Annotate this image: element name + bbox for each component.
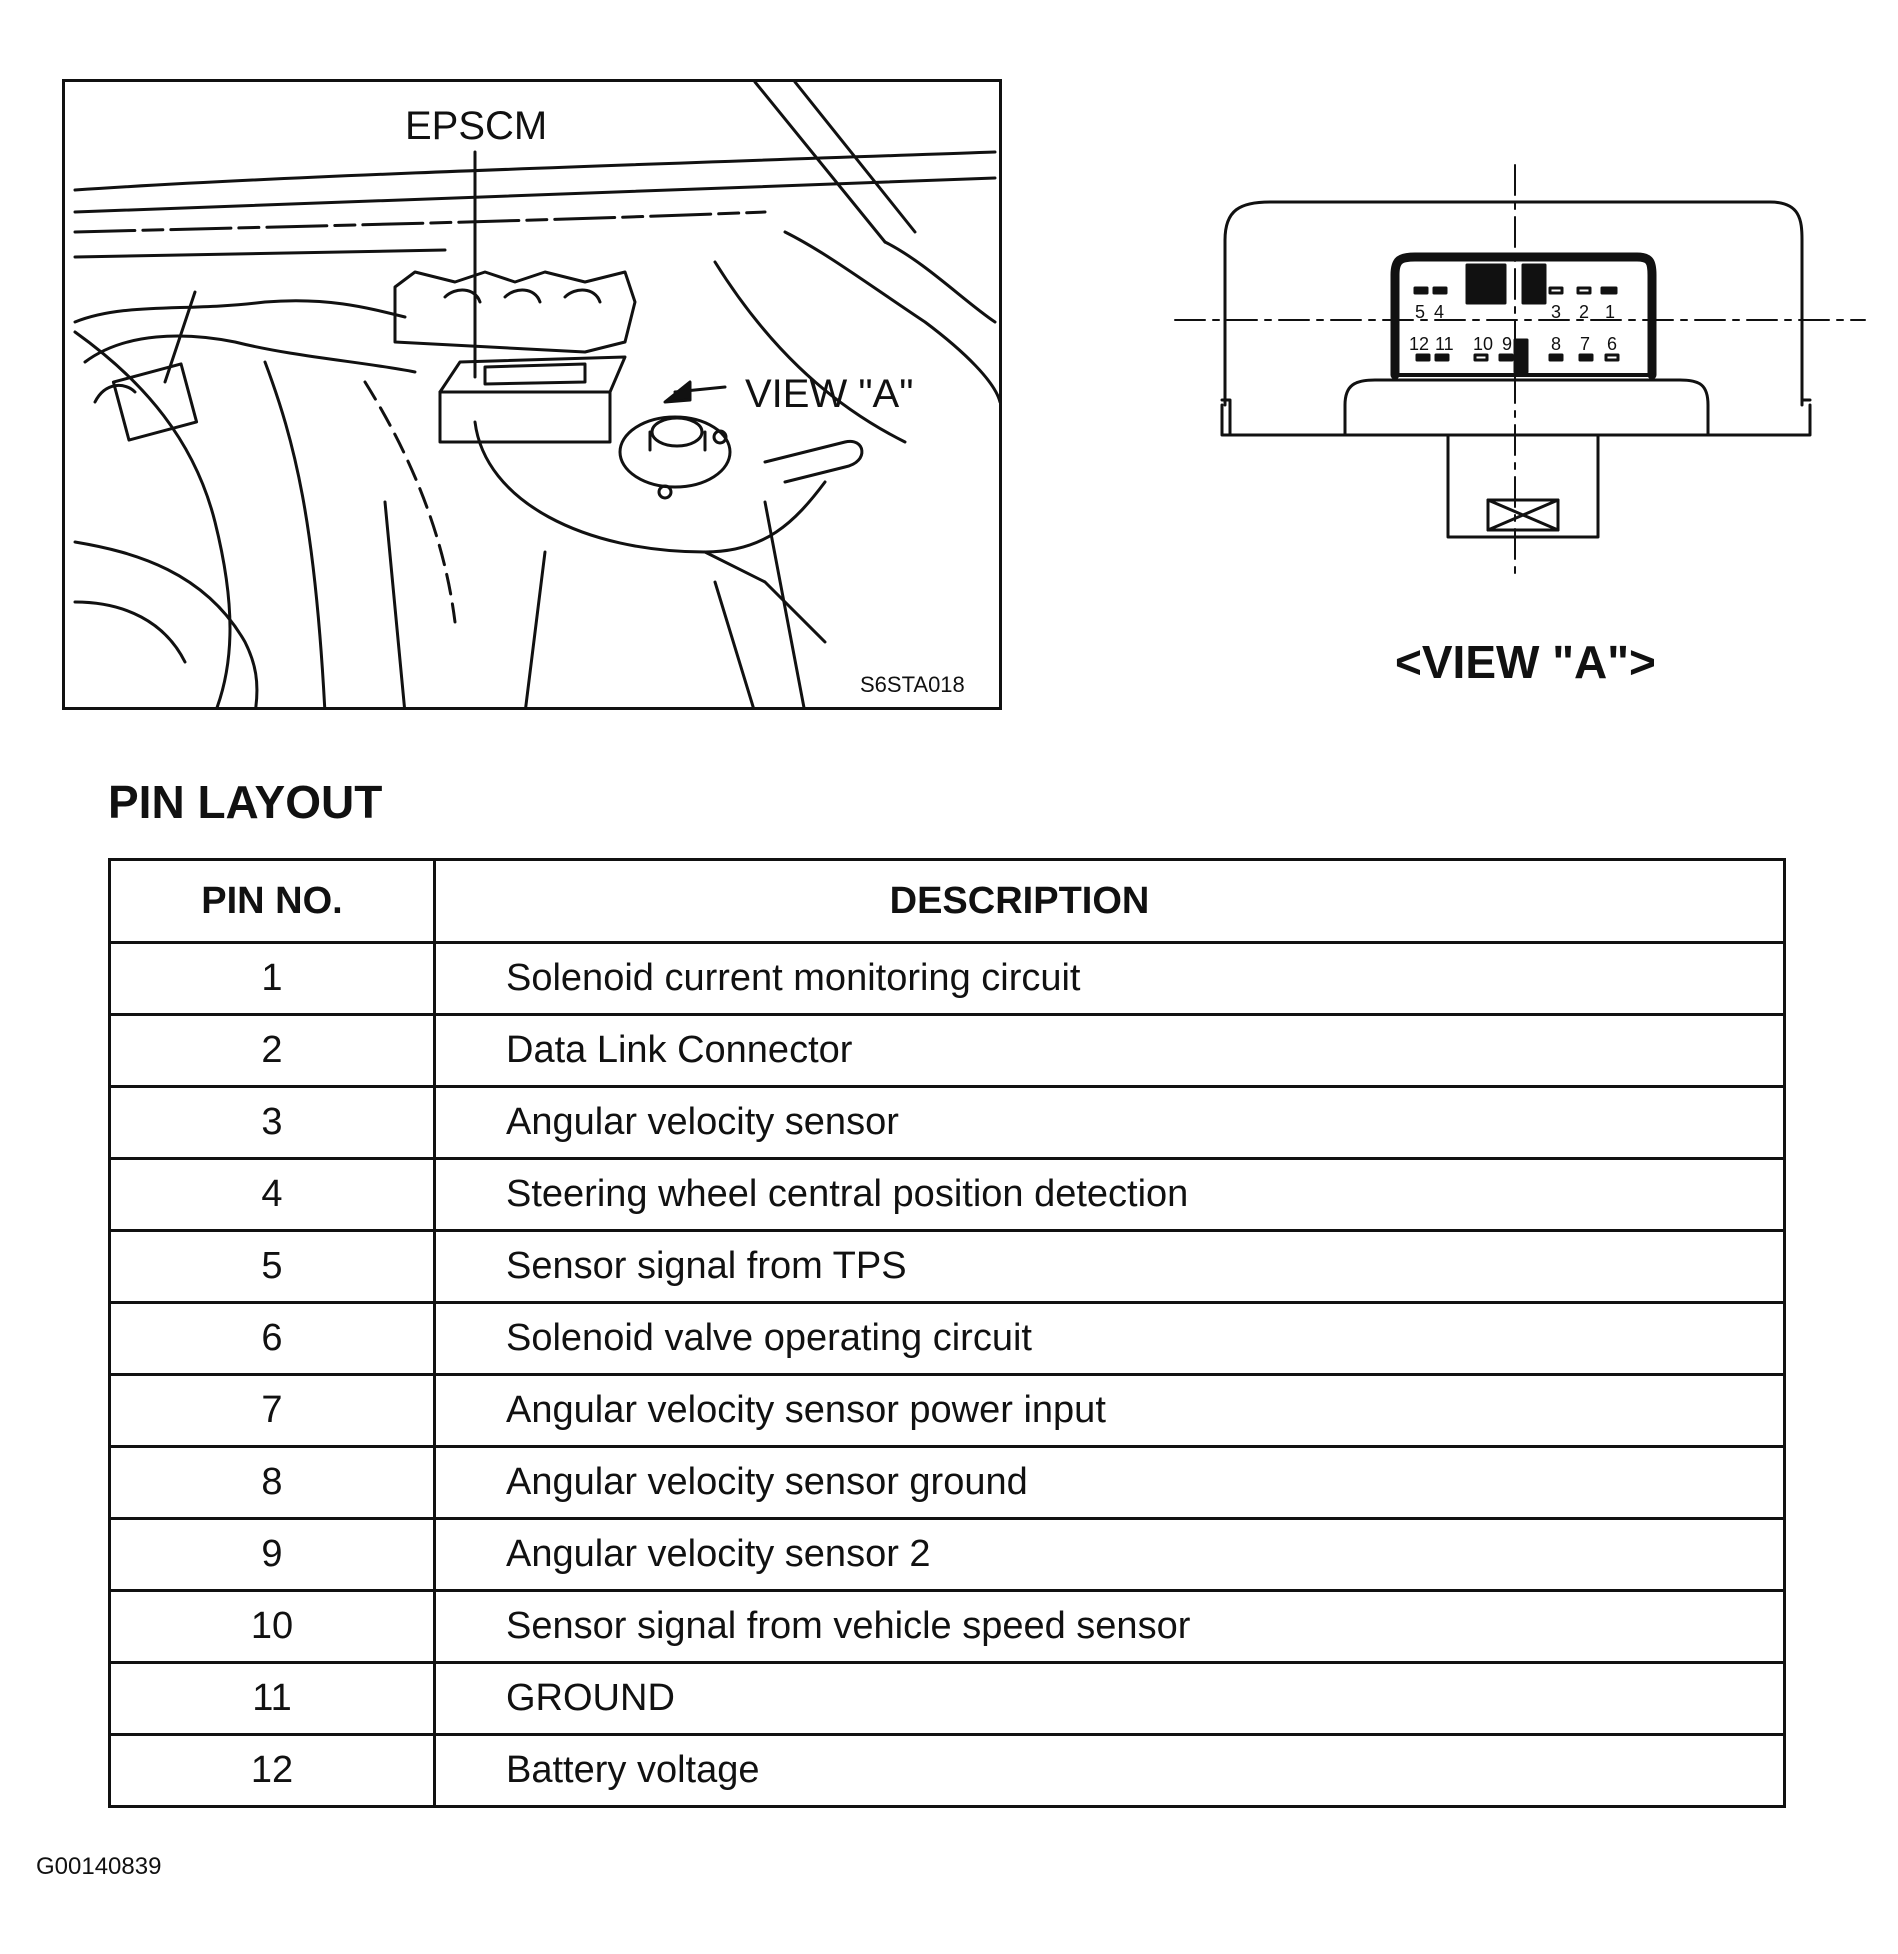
pin-label-4: 4	[1434, 302, 1444, 322]
pin-number: 11	[108, 1661, 436, 1736]
svg-text:9: 9	[1502, 334, 1512, 354]
svg-text:7: 7	[1580, 334, 1590, 354]
pin-description: Steering wheel central position detectio…	[433, 1157, 1786, 1232]
pin-number: 7	[108, 1373, 436, 1448]
pin-number: 12	[108, 1733, 436, 1808]
pin-label-10: 10	[1473, 334, 1493, 354]
pin-label-8: 8	[1551, 334, 1561, 354]
pin-number: 2	[108, 1013, 436, 1088]
pin-layout-heading: PIN LAYOUT	[108, 776, 383, 828]
callout-epscm: EPSCM	[405, 104, 548, 148]
pin-description: Angular velocity sensor ground	[433, 1445, 1786, 1520]
pin-description: Solenoid current monitoring circuit	[433, 941, 1786, 1016]
figure-code: S6STA018	[860, 672, 965, 697]
connector-view-illustration: 5 4 3 2 1 12 11 10 9 8 7 6	[1170, 160, 1870, 580]
svg-text:12: 12	[1409, 334, 1429, 354]
pin-number: 1	[108, 941, 436, 1016]
connector-drawing: 5 4 3 2 1 12 11 10 9 8 7 6	[1174, 164, 1866, 576]
svg-text:5: 5	[1415, 302, 1425, 322]
svg-text:6: 6	[1607, 334, 1617, 354]
table-header-row: PIN NO. DESCRIPTION	[108, 858, 1786, 944]
pin-description: Data Link Connector	[433, 1013, 1786, 1088]
document-id: G00140839	[36, 1853, 162, 1880]
svg-text:2: 2	[1579, 302, 1589, 322]
pin-number: 3	[108, 1085, 436, 1160]
pin-description: Angular velocity sensor power input	[433, 1373, 1786, 1448]
pin-description: Angular velocity sensor	[433, 1085, 1786, 1160]
svg-text:4: 4	[1434, 302, 1444, 322]
engine-bay-drawing	[73, 82, 999, 707]
pin-label-1: 1	[1605, 302, 1615, 322]
pin-number: 5	[108, 1229, 436, 1304]
pin-label-2: 2	[1579, 302, 1589, 322]
svg-text:1: 1	[1605, 302, 1615, 322]
pin-number: 10	[108, 1589, 436, 1664]
pin-label-5: 5	[1415, 302, 1425, 322]
pin-number: 8	[108, 1445, 436, 1520]
pin-label-7: 7	[1580, 334, 1590, 354]
pin-description: Solenoid valve operating circuit	[433, 1301, 1786, 1376]
pin-description: Sensor signal from vehicle speed sensor	[433, 1589, 1786, 1664]
pin-description: GROUND	[433, 1661, 1786, 1736]
pin-description: Angular velocity sensor 2	[433, 1517, 1786, 1592]
pin-number: 6	[108, 1301, 436, 1376]
pin-label-11: 11	[1435, 334, 1454, 354]
svg-text:8: 8	[1551, 334, 1561, 354]
pin-label-12: 12	[1409, 334, 1429, 354]
pin-number: 4	[108, 1157, 436, 1232]
column-header-description: DESCRIPTION	[433, 858, 1786, 944]
pin-label-9: 9	[1502, 334, 1512, 354]
pin-label-6: 6	[1607, 334, 1617, 354]
pin-number: 9	[108, 1517, 436, 1592]
callout-view-a: VIEW "A"	[745, 372, 914, 416]
engine-bay-illustration: EPSCM VIEW "A" S6STA018	[62, 79, 1002, 710]
pin-description: Battery voltage	[433, 1733, 1786, 1808]
svg-text:3: 3	[1551, 302, 1561, 322]
svg-text:10: 10	[1473, 334, 1493, 354]
pin-label-3: 3	[1551, 302, 1561, 322]
view-a-caption: <VIEW "A">	[1395, 636, 1656, 688]
pin-description: Sensor signal from TPS	[433, 1229, 1786, 1304]
svg-text:11: 11	[1435, 334, 1454, 354]
column-header-pin-no: PIN NO.	[108, 858, 436, 944]
